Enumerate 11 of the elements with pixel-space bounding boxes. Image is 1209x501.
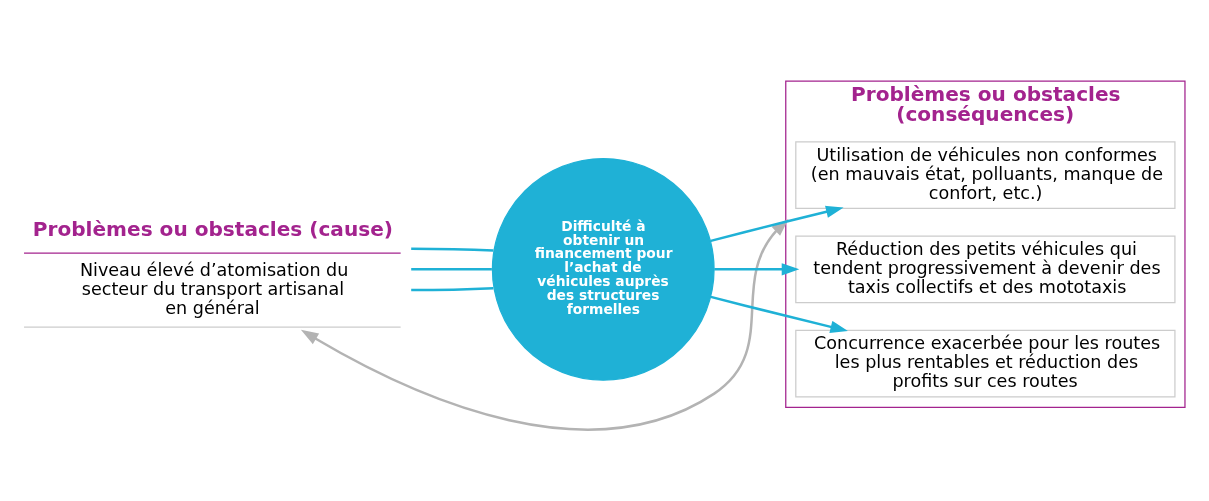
connector	[411, 286, 494, 292]
arrow	[714, 263, 800, 276]
arrow	[710, 205, 844, 243]
connector	[411, 247, 494, 252]
connector	[411, 268, 492, 271]
node-box: Réduction des petits véhicules qui tendent progressivement à devenir des taxis collectifs et des mototaxis	[795, 235, 1176, 304]
node-text: Problèmes ou obstacles (cause) Niveau élevé d’atomisation du secteur du transport artisanal en général	[32, 217, 393, 318]
node-box: Utilisation de véhicules non conformes (en mauvais état, polluants, manque de confort, etc.)	[795, 141, 1176, 210]
node-box: Concurrence exacerbée pour les routes les plus rentables et réduction des profits sur ces routes	[795, 329, 1176, 398]
arrow	[710, 295, 848, 333]
node-circle: Difficulté à obtenir un financement pour l’achat de véhicules auprès des structures formelles	[491, 157, 715, 381]
